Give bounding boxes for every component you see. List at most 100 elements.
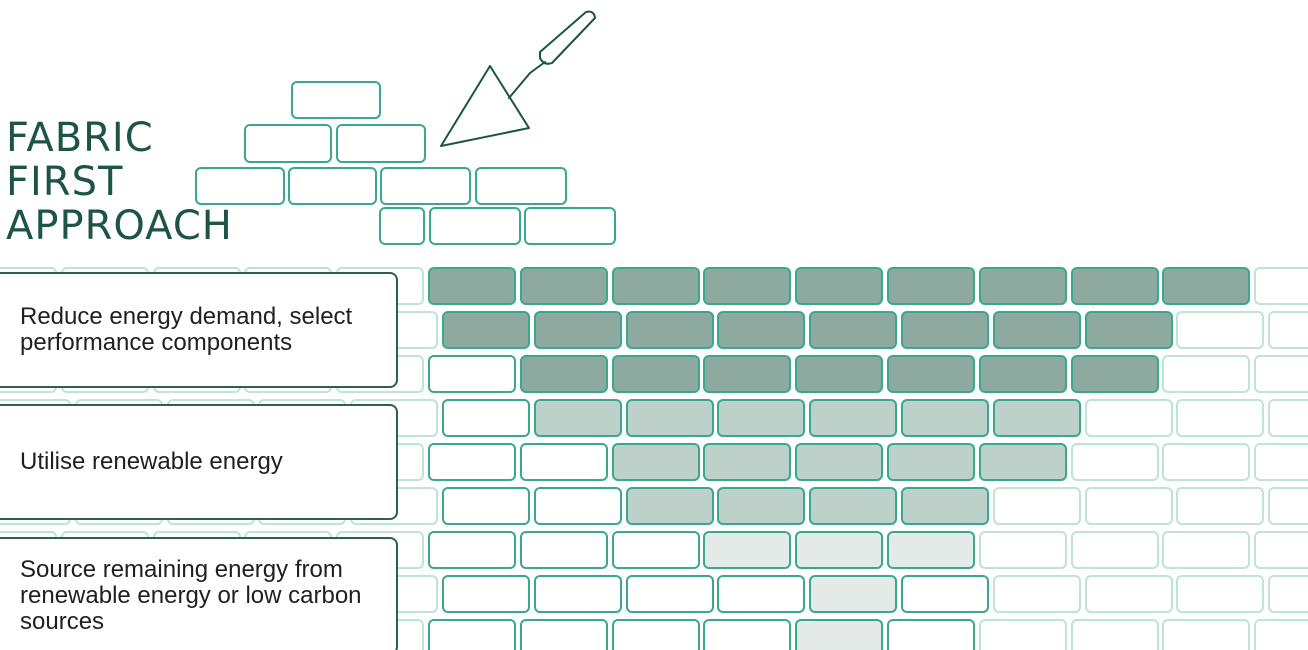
- brick: [429, 620, 515, 650]
- brick: [980, 268, 1066, 304]
- brick: [289, 168, 376, 204]
- brick: [613, 620, 699, 650]
- brick: [718, 312, 804, 348]
- brick: [521, 620, 607, 650]
- brick: [535, 576, 621, 612]
- trowel-icon: [430, 8, 600, 153]
- brick: [613, 532, 699, 568]
- brick: [718, 576, 804, 612]
- brick: [1086, 576, 1172, 612]
- brick: [1163, 356, 1249, 392]
- brick: [902, 312, 988, 348]
- brick: [704, 444, 790, 480]
- brick: [1163, 444, 1249, 480]
- brick: [1269, 312, 1308, 348]
- brick: [1163, 268, 1249, 304]
- brick: [1072, 356, 1158, 392]
- brick: [1072, 268, 1158, 304]
- title-line-fabric: FABRIC: [6, 116, 233, 160]
- brick: [1269, 488, 1308, 524]
- brick: [429, 268, 515, 304]
- brick: [810, 312, 896, 348]
- step-label-low-carbon: Source remaining energy from renewable e…: [0, 537, 398, 650]
- brick: [337, 125, 425, 162]
- brick: [1072, 532, 1158, 568]
- title-line-first: FIRST: [6, 160, 233, 204]
- brick: [994, 400, 1080, 436]
- brick: [613, 444, 699, 480]
- brick: [718, 400, 804, 436]
- brick: [430, 208, 520, 244]
- brick: [627, 400, 713, 436]
- brick: [1086, 400, 1172, 436]
- brick: [521, 532, 607, 568]
- brick: [796, 444, 882, 480]
- brick: [796, 620, 882, 650]
- brick: [994, 488, 1080, 524]
- brick: [380, 208, 424, 244]
- brick: [810, 488, 896, 524]
- brick: [521, 268, 607, 304]
- brick: [796, 356, 882, 392]
- brick: [1255, 268, 1308, 304]
- brick: [888, 532, 974, 568]
- brick: [627, 488, 713, 524]
- brick: [888, 268, 974, 304]
- brick: [476, 168, 566, 204]
- diagram-title: FABRIC FIRST APPROACH: [6, 116, 233, 248]
- brick: [704, 532, 790, 568]
- brick: [627, 576, 713, 612]
- brick: [1177, 576, 1263, 612]
- brick: [796, 532, 882, 568]
- brick: [888, 356, 974, 392]
- brick: [521, 444, 607, 480]
- brick: [443, 400, 529, 436]
- brick: [888, 444, 974, 480]
- brick: [535, 400, 621, 436]
- brick: [994, 312, 1080, 348]
- brick: [443, 312, 529, 348]
- brick: [1163, 620, 1249, 650]
- brick: [429, 532, 515, 568]
- brick: [796, 268, 882, 304]
- step-label-text: Source remaining energy from renewable e…: [0, 557, 396, 635]
- title-line-approach: APPROACH: [6, 204, 233, 248]
- brick: [1255, 532, 1308, 568]
- brick: [704, 620, 790, 650]
- brick: [1269, 400, 1308, 436]
- brick: [704, 268, 790, 304]
- brick: [429, 356, 515, 392]
- brick: [429, 444, 515, 480]
- brick: [535, 312, 621, 348]
- brick: [902, 488, 988, 524]
- brick: [1177, 400, 1263, 436]
- step-label-text: Reduce energy demand, select performance…: [0, 304, 396, 356]
- brick: [613, 356, 699, 392]
- brick: [1255, 620, 1308, 650]
- brick: [1086, 488, 1172, 524]
- step-label-text: Utilise renewable energy: [0, 449, 299, 475]
- brick: [980, 532, 1066, 568]
- brick: [704, 356, 790, 392]
- brick: [1269, 576, 1308, 612]
- brick: [980, 356, 1066, 392]
- brick: [888, 620, 974, 650]
- step-label-renewable: Utilise renewable energy: [0, 404, 398, 520]
- brick: [902, 576, 988, 612]
- brick: [1072, 444, 1158, 480]
- brick: [381, 168, 470, 204]
- step-label-reduce-demand: Reduce energy demand, select performance…: [0, 272, 398, 388]
- brick: [535, 488, 621, 524]
- brick: [718, 488, 804, 524]
- brick: [1255, 356, 1308, 392]
- brick: [1086, 312, 1172, 348]
- brick: [627, 312, 713, 348]
- brick: [292, 82, 380, 118]
- brick: [1255, 444, 1308, 480]
- brick: [1072, 620, 1158, 650]
- brick: [1177, 488, 1263, 524]
- brick: [1163, 532, 1249, 568]
- brick: [525, 208, 615, 244]
- brick: [245, 125, 331, 162]
